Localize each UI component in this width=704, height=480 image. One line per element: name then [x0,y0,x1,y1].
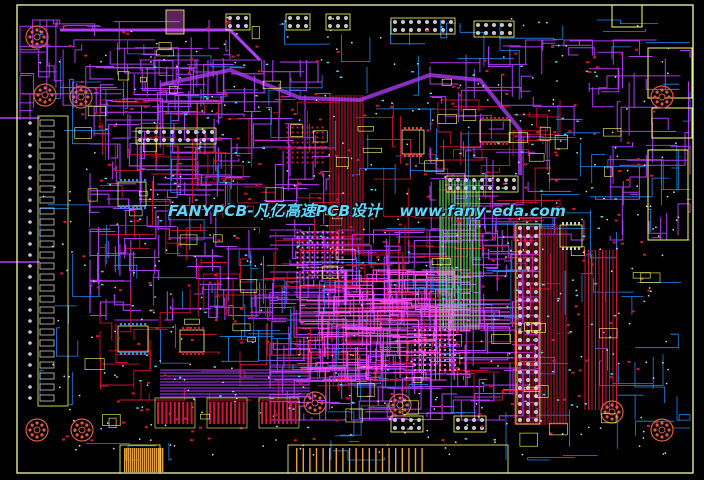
connector-top-3 [325,13,351,31]
connector-top-usb [473,20,515,38]
ic-center-left [179,327,205,355]
test-switch [165,9,185,35]
connector-bottom-1 [390,415,424,433]
bottom-trace-bundle [39,19,691,461]
bga-memory-bottom [414,329,456,371]
mounting-hole-icon [33,83,57,107]
mounting-holes [25,25,674,442]
connector-top-1 [225,13,251,31]
mounting-hole-icon [25,418,49,442]
capacitor-arrays [60,20,658,442]
watermark-brand: FANYPCB-凡亿高速PCB设计 [168,202,382,220]
ic-left-upper [117,179,147,209]
mounting-hole-icon [388,393,412,417]
power-plane-edge [159,67,522,175]
bga-memory-top [286,126,324,164]
green-bus [439,180,480,330]
inner-trace-bundle-left [89,59,331,321]
mounting-hole-icon [650,85,674,109]
pin-header-center-right [445,175,519,193]
bottom-left-bus [160,369,310,398]
diagonal-region-bus [300,299,510,329]
inner-trace-bundle-right [429,39,691,241]
ic-center-right [401,127,425,157]
component-layer [25,4,693,474]
trace-routing-layer [0,19,691,461]
mounting-hole-icon [69,85,93,109]
edge-connector-fingers [119,444,509,474]
edge-traces-left [0,117,40,263]
center-top-bus [329,95,364,255]
left-edge-connectors [28,115,69,407]
resistor-arrays-bottom [154,397,300,429]
silkscreen-outlines [74,26,661,447]
connector-top-db [390,17,456,35]
mounting-hole-icon [25,25,49,49]
ic-left-lower [117,323,149,355]
watermark-overlay: FANYPCB-凡亿高速PCB设计 www.fany-eda.com [168,199,568,221]
mounting-hole-icon [70,418,94,442]
via-field [39,16,680,456]
board-outline [16,4,694,474]
mounting-hole-icon [303,391,327,415]
pin-header-right-vertical [515,223,541,425]
cyan-pads [101,61,617,441]
watermark-url: www.fany-eda.com [399,202,566,220]
mounting-hole-icon [600,400,624,424]
vertical-bus-far-right [584,250,617,410]
mounting-hole-icon [650,418,674,442]
